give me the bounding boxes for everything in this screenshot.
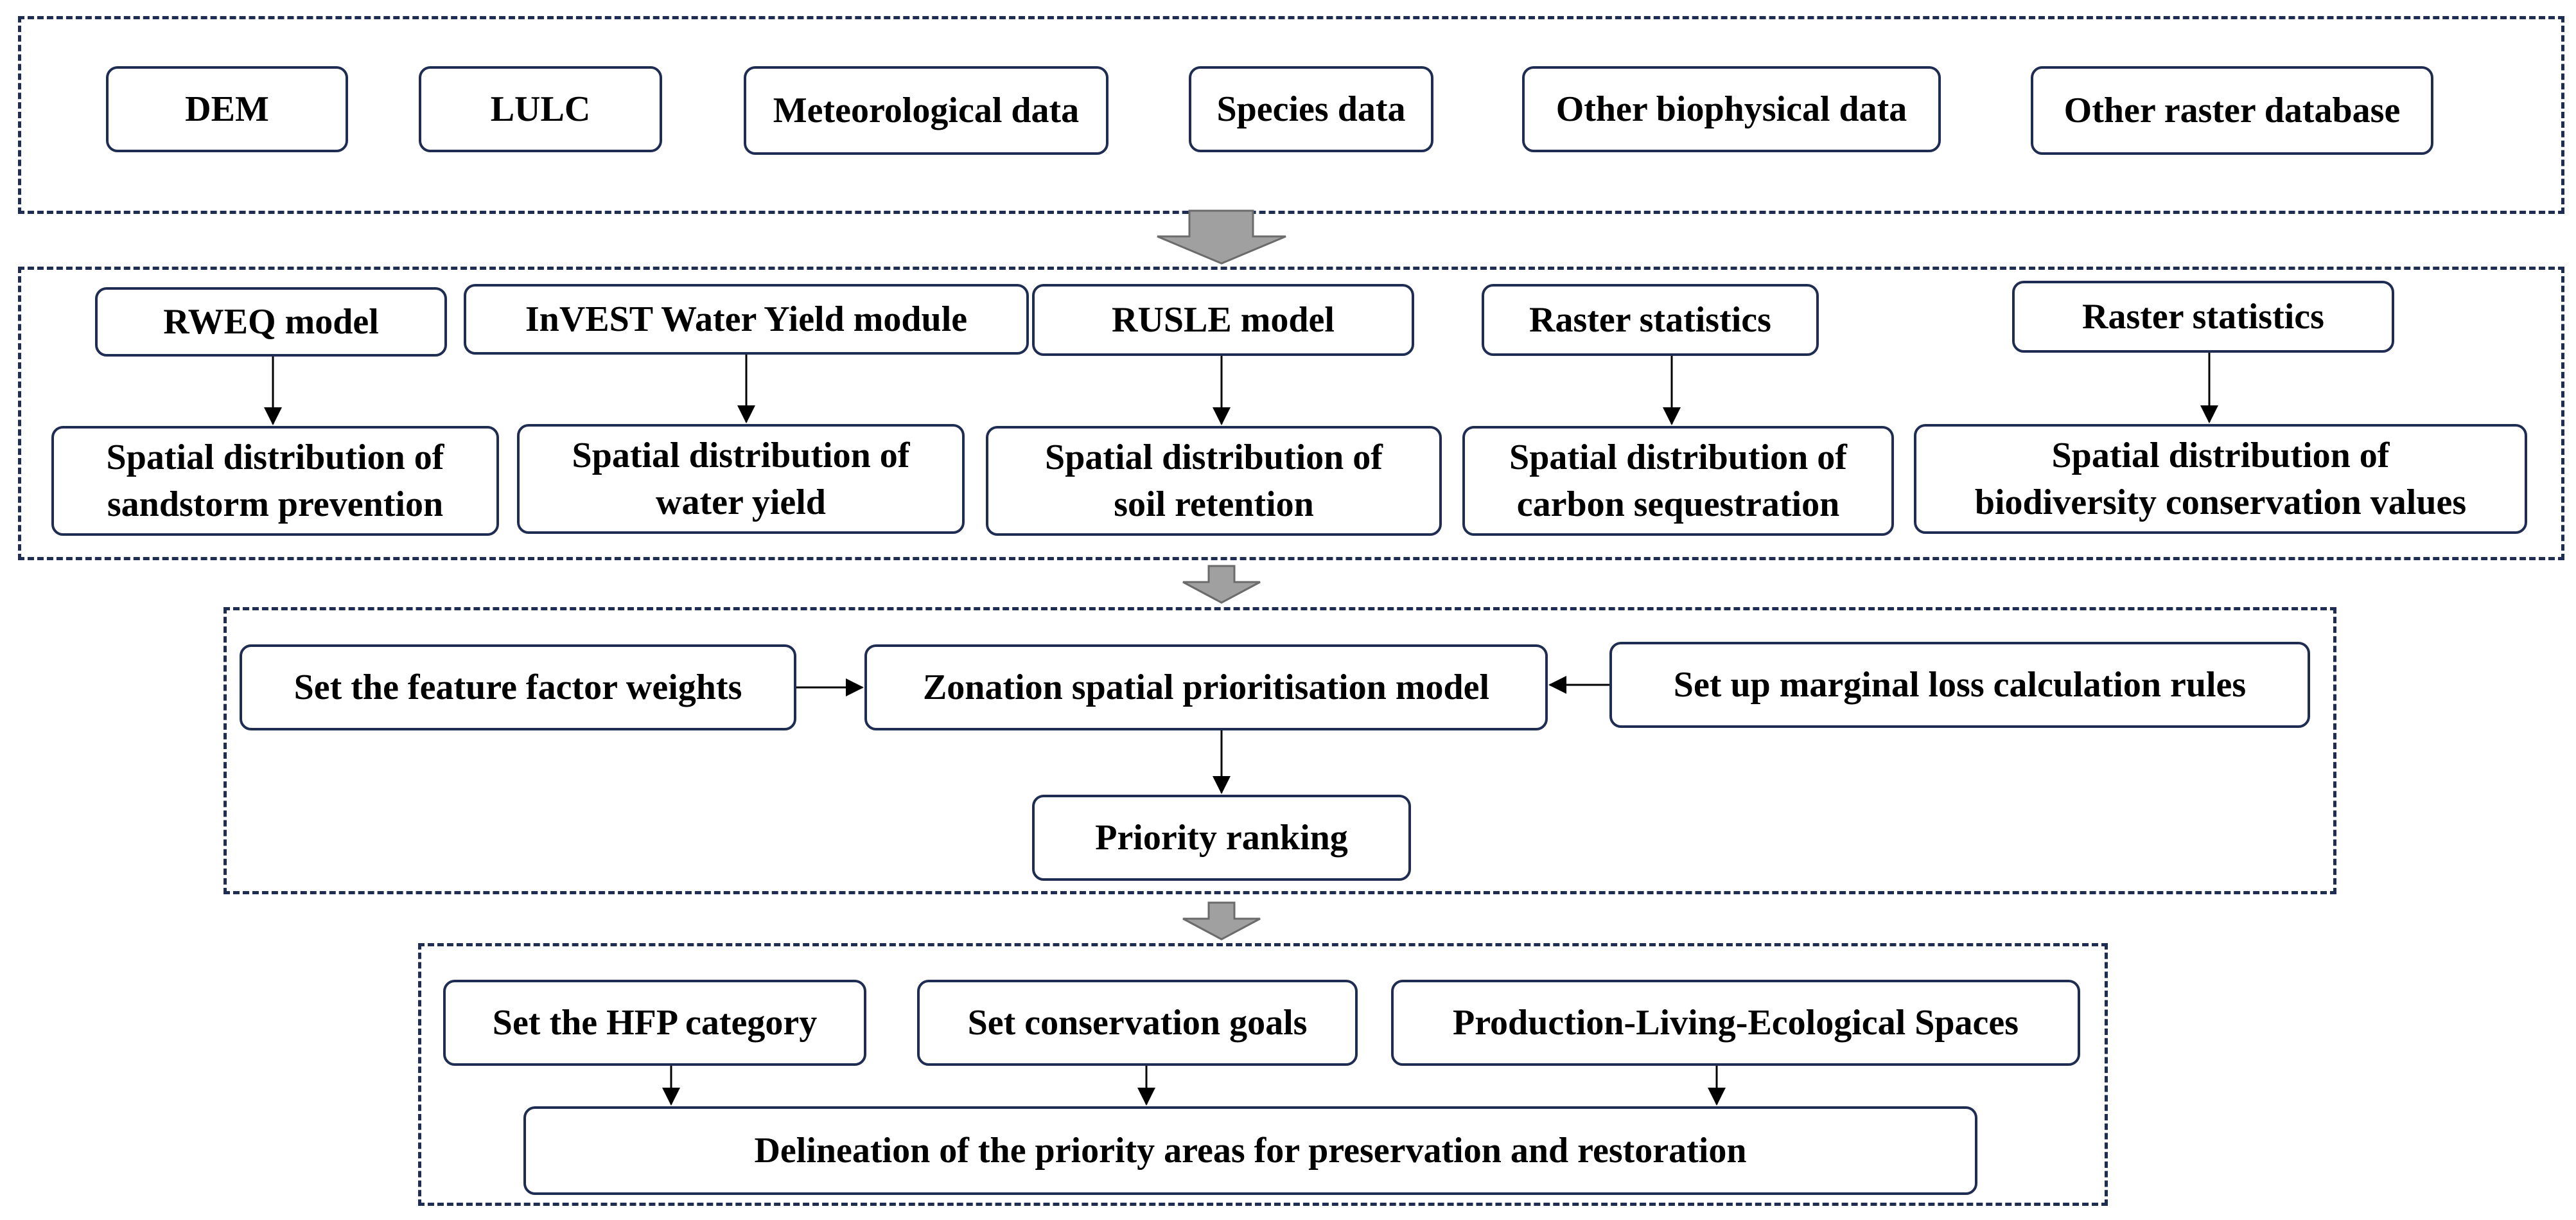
biodiversity-line-1: Spatial distribution of (2051, 435, 2390, 475)
soil-retention-node: Spatial distribution of soil retention (986, 426, 1442, 536)
species-data-node: Species data (1189, 66, 1433, 152)
biodiversity-conservation-node: Spatial distribution of biodiversity cons… (1914, 424, 2527, 534)
invest-water-yield-node: InVEST Water Yield module (464, 284, 1029, 355)
carbon-line-1: Spatial distribution of (1509, 437, 1847, 477)
water-yield-line-2: water yield (656, 482, 826, 522)
delineation-section (418, 943, 2108, 1206)
block-arrow-2 (1182, 565, 1261, 604)
water-yield-line-1: Spatial distribution of (572, 435, 910, 475)
carbon-line-2: carbon sequestration (1516, 484, 1840, 524)
rusle-model-node: RUSLE model (1032, 284, 1414, 356)
block-arrow-3 (1182, 901, 1261, 941)
marginal-loss-rules-node: Set up marginal loss calculation rules (1609, 642, 2310, 728)
block-arrow-1 (1157, 209, 1286, 265)
feature-factor-weights-node: Set the feature factor weights (240, 644, 796, 730)
rweq-model-node: RWEQ model (95, 287, 447, 357)
priority-ranking-node: Priority ranking (1032, 795, 1411, 881)
other-biophysical-data-node: Other biophysical data (1522, 66, 1941, 152)
raster-statistics-node-1: Raster statistics (1482, 284, 1819, 356)
sandstorm-prevention-node: Spatial distribution of sandstorm prevent… (51, 426, 499, 536)
hfp-category-node: Set the HFP category (443, 980, 866, 1066)
data-sources-section (18, 16, 2564, 214)
other-raster-database-node: Other raster database (2031, 66, 2433, 155)
zonation-model-node: Zonation spatial prioritisation model (864, 644, 1548, 730)
soil-line-1: Spatial distribution of (1045, 437, 1383, 477)
soil-line-2: soil retention (1114, 484, 1314, 524)
sandstorm-line-2: sandstorm prevention (107, 484, 444, 524)
dem-node: DEM (106, 66, 348, 152)
conservation-goals-node: Set conservation goals (917, 980, 1358, 1066)
zonation-section (223, 607, 2336, 894)
lulc-node: LULC (419, 66, 662, 152)
sandstorm-line-1: Spatial distribution of (106, 437, 444, 477)
meteorological-data-node: Meteorological data (744, 66, 1108, 155)
raster-statistics-node-2: Raster statistics (2012, 281, 2394, 353)
ecosystem-services-section (18, 267, 2564, 560)
biodiversity-line-2: biodiversity conservation values (1974, 482, 2467, 522)
water-yield-node: Spatial distribution of water yield (517, 424, 965, 534)
carbon-sequestration-node: Spatial distribution of carbon sequestrat… (1462, 426, 1894, 536)
production-living-ecological-node: Production-Living-Ecological Spaces (1391, 980, 2080, 1066)
priority-areas-delineation-node: Delineation of the priority areas for pr… (523, 1106, 1977, 1195)
